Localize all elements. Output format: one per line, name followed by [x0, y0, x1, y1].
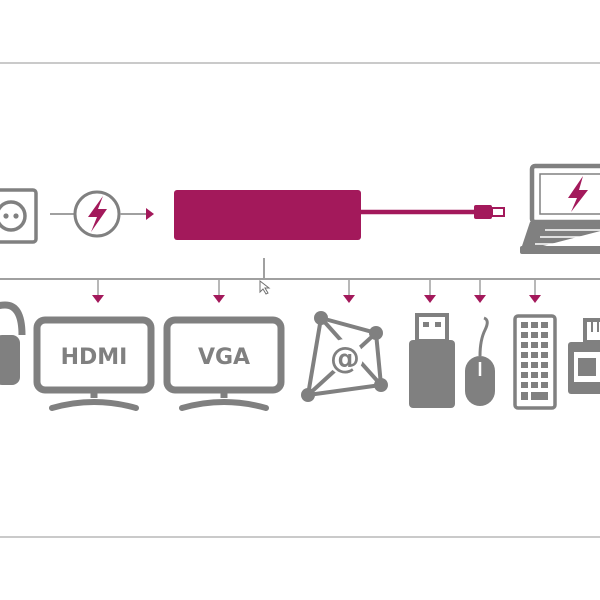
usb-stick-icon: [409, 313, 455, 408]
lightning-bolt-icon: [73, 190, 121, 238]
drop-arrowheads: [92, 295, 541, 303]
hdmi-monitor-icon: HDMI: [33, 316, 155, 411]
sd-card-icon: [568, 318, 600, 394]
at-sign: @: [330, 341, 360, 376]
hub-icon: [174, 190, 505, 240]
network-nodes: [301, 311, 388, 402]
keyboard-icon: [513, 314, 557, 410]
hdmi-label: HDMI: [61, 345, 128, 370]
wall-socket-icon: [0, 188, 38, 244]
at-sign-backdrop: [327, 339, 363, 375]
cursor-icon: [259, 279, 271, 295]
power-arrow: [146, 208, 154, 220]
laptop-icon: [520, 163, 600, 254]
vga-monitor-icon: VGA: [163, 316, 285, 411]
mouse-icon: [465, 316, 495, 406]
vga-label: VGA: [198, 345, 250, 370]
headphones-icon: [0, 301, 26, 385]
drop-arrows: [97, 279, 536, 295]
